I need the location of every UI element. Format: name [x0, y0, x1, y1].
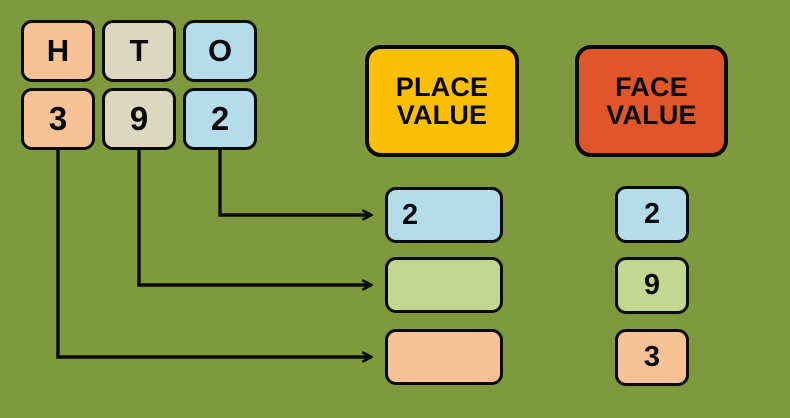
- hto-header-hundreds-label: H: [46, 32, 70, 68]
- face-value-box-tens-value: 9: [643, 269, 661, 302]
- place-value-box-ones-value: 2: [402, 198, 419, 231]
- connector-ones: [218, 148, 371, 215]
- connector-tens: [137, 148, 371, 285]
- hto-header-tens: T: [102, 20, 176, 82]
- face-value-header-line2: VALUE: [606, 100, 697, 130]
- face-value-header-line1: FACE: [615, 71, 688, 102]
- face-value-box-hundreds[interactable]: 3: [615, 329, 689, 386]
- hto-digit-ones: 2: [183, 88, 257, 150]
- face-value-box-ones[interactable]: 2: [615, 186, 689, 243]
- place-value-header-line2: VALUE: [396, 100, 488, 130]
- hto-digit-tens: 9: [102, 88, 176, 150]
- place-value-box-hundreds[interactable]: [385, 329, 503, 385]
- hto-header-ones-label: O: [207, 32, 233, 68]
- place-value-header-line1: PLACE: [395, 71, 489, 102]
- hto-digit-ones-label: 2: [210, 99, 230, 137]
- connector-hundreds: [56, 148, 371, 357]
- hto-header-ones: O: [183, 20, 257, 82]
- place-value-box-ones[interactable]: 2: [385, 187, 503, 243]
- face-value-box-hundreds-value: 3: [643, 341, 661, 374]
- hto-digit-hundreds: 3: [21, 88, 95, 150]
- place-value-box-tens[interactable]: [385, 257, 503, 313]
- face-value-header: FACE VALUE: [575, 45, 728, 157]
- face-value-box-tens[interactable]: 9: [615, 257, 689, 314]
- hto-digit-tens-label: 9: [129, 99, 149, 137]
- hto-digit-hundreds-label: 3: [48, 99, 68, 137]
- hto-header-hundreds: H: [21, 20, 95, 82]
- hto-header-tens-label: T: [129, 32, 149, 68]
- face-value-box-ones-value: 2: [643, 198, 661, 231]
- place-value-header: PLACE VALUE: [365, 45, 519, 157]
